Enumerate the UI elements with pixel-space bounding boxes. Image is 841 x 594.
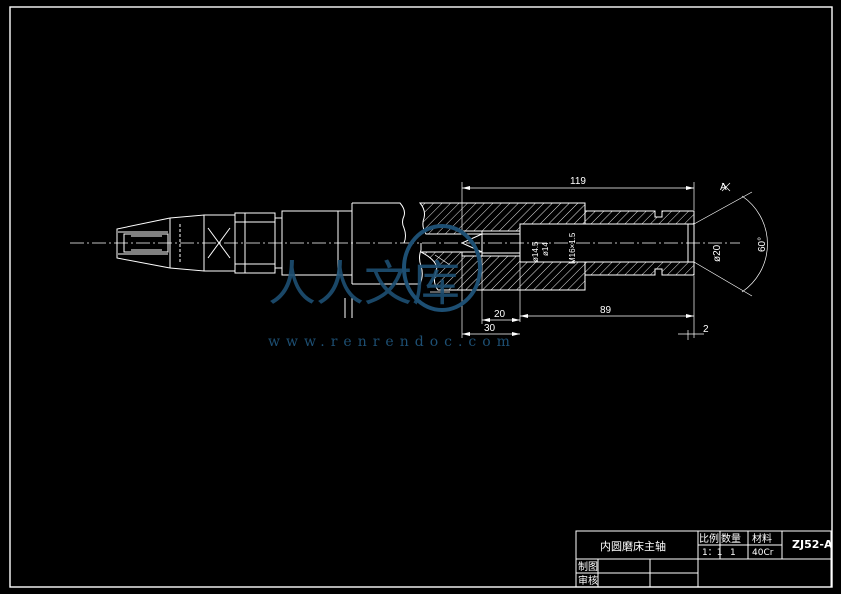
dim-20: 20	[494, 309, 506, 320]
drawing-border	[9, 6, 833, 588]
section-mark: A	[720, 182, 727, 193]
material-header: 材料	[752, 532, 772, 545]
watermark-url: www.renrendoc.com	[268, 334, 516, 350]
dim-89: 89	[600, 305, 612, 316]
scale-value: 1：1	[702, 548, 722, 558]
watermark-text: 人人文库	[268, 256, 460, 312]
dimension-arrows	[462, 186, 694, 336]
dim-center-hole: ø14.5	[531, 241, 540, 262]
scale-header: 比例	[699, 532, 719, 545]
shaft-section	[418, 202, 695, 291]
dim-2: 2	[703, 324, 709, 335]
watermark: 人人文库 www.renrendoc.com	[268, 224, 516, 350]
material-value: 40Cr	[752, 548, 774, 558]
dim-thread-spec: M16×1.5	[568, 232, 577, 264]
dim-30: 30	[484, 323, 496, 334]
drawing-number: ZJ52-A	[792, 538, 833, 551]
dim-cone-angle: 60°	[757, 237, 768, 252]
dimension-lines	[430, 182, 768, 340]
title-block	[575, 530, 832, 588]
quantity-value: 1	[730, 548, 736, 558]
part-name: 内圆磨床主轴	[600, 539, 666, 553]
dim-small-dia: ø14	[541, 242, 550, 256]
designer-label: 制图	[578, 560, 598, 573]
dim-bore-diameter: ø20	[712, 244, 723, 262]
checker-label: 审核	[578, 574, 598, 587]
dim-119: 119	[570, 176, 586, 187]
quantity-header: 数量	[721, 532, 741, 545]
shaft-exterior	[116, 202, 423, 318]
